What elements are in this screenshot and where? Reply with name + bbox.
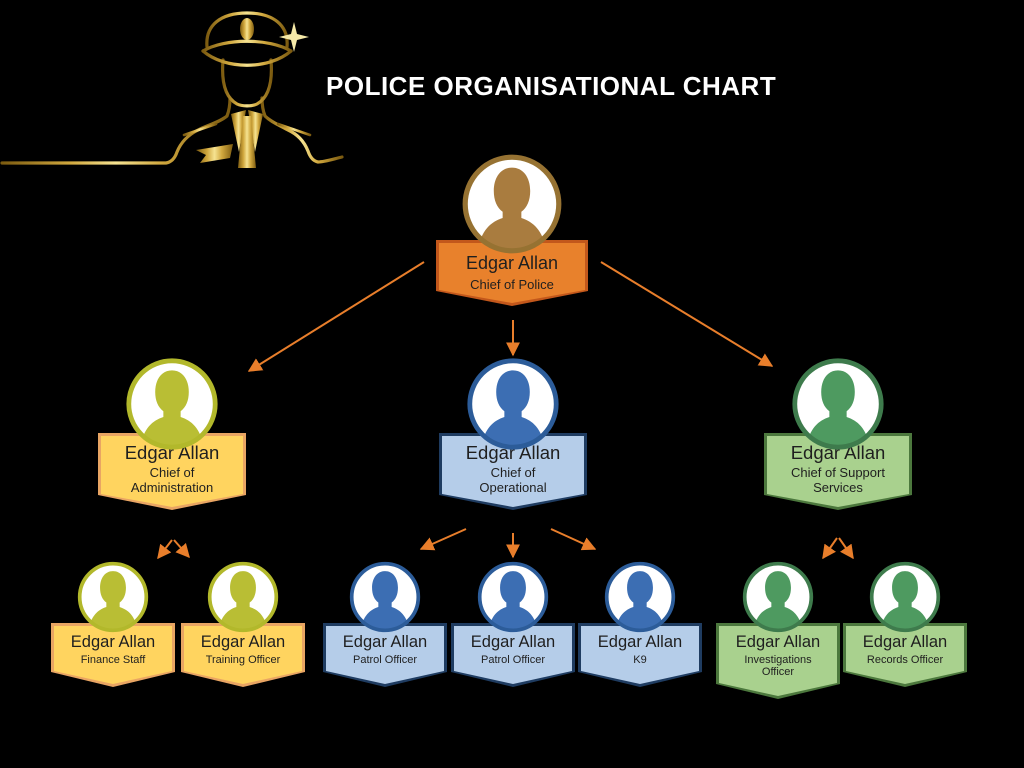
name-banner: Edgar Allan K9 [578, 623, 702, 687]
person-name: Edgar Allan [790, 442, 886, 463]
name-banner: Edgar Allan Patrol Officer [451, 623, 575, 687]
person-silhouette-icon [206, 560, 280, 634]
person-role: Chief of Administration [130, 465, 214, 495]
person-name: Edgar Allan [735, 633, 821, 651]
person-role: Investigations Officer [744, 654, 812, 679]
name-banner: Edgar Allan Records Officer [843, 623, 967, 687]
tie [238, 116, 256, 168]
person-silhouette-icon [124, 356, 220, 452]
person-silhouette-icon [868, 560, 942, 634]
person-role: Chief of Support Services [791, 465, 885, 495]
cap-visor [201, 49, 293, 67]
sparkle-icon [279, 22, 309, 52]
person-role: Finance Staff [80, 654, 146, 666]
name-banner: Edgar Allan Patrol Officer [323, 623, 447, 687]
person-name: Edgar Allan [124, 442, 220, 463]
name-banner: Edgar Allan Chief of Operational [439, 433, 587, 510]
police-officer-illustration [0, 11, 344, 168]
person-silhouette-icon [348, 560, 422, 634]
name-banner: Edgar Allan Chief of Support Services [764, 433, 912, 510]
person-silhouette-icon [741, 560, 815, 634]
face-outline [220, 58, 274, 108]
person-role: Chief of Police [470, 277, 554, 292]
person-role: Patrol Officer [353, 654, 417, 666]
person-name: Edgar Allan [862, 633, 948, 651]
person-name: Edgar Allan [465, 442, 561, 463]
name-banner: Edgar Allan Investigations Officer [716, 623, 840, 699]
name-banner: Edgar Allan Training Officer [181, 623, 305, 687]
cap-badge [240, 18, 254, 40]
person-silhouette-icon [465, 356, 561, 452]
cap-crown [205, 11, 289, 49]
collar-left [231, 110, 246, 152]
person-silhouette-icon [476, 560, 550, 634]
epaulette-right [276, 122, 312, 137]
person-silhouette-icon [460, 152, 564, 256]
name-banner: Edgar Allan Finance Staff [51, 623, 175, 687]
epaulette-left [182, 122, 218, 137]
person-name: Edgar Allan [70, 633, 156, 651]
cap-band-upper [201, 39, 293, 53]
person-name: Edgar Allan [597, 633, 683, 651]
person-role: Training Officer [205, 654, 281, 666]
person-role: Chief of Operational [479, 465, 547, 495]
page-title: POLICE ORGANISATIONAL CHART [326, 71, 777, 101]
shoulder-line-right [260, 96, 344, 164]
person-role: Patrol Officer [481, 654, 545, 666]
person-role: K9 [633, 654, 647, 666]
person-role: Records Officer [866, 654, 944, 666]
collar-right [248, 110, 263, 152]
person-silhouette-icon [603, 560, 677, 634]
person-name: Edgar Allan [200, 633, 286, 651]
person-name: Edgar Allan [342, 633, 428, 651]
person-name: Edgar Allan [465, 253, 559, 273]
person-name: Edgar Allan [470, 633, 556, 651]
person-silhouette-icon [790, 356, 886, 452]
person-silhouette-icon [76, 560, 150, 634]
chest-badge [196, 144, 233, 163]
